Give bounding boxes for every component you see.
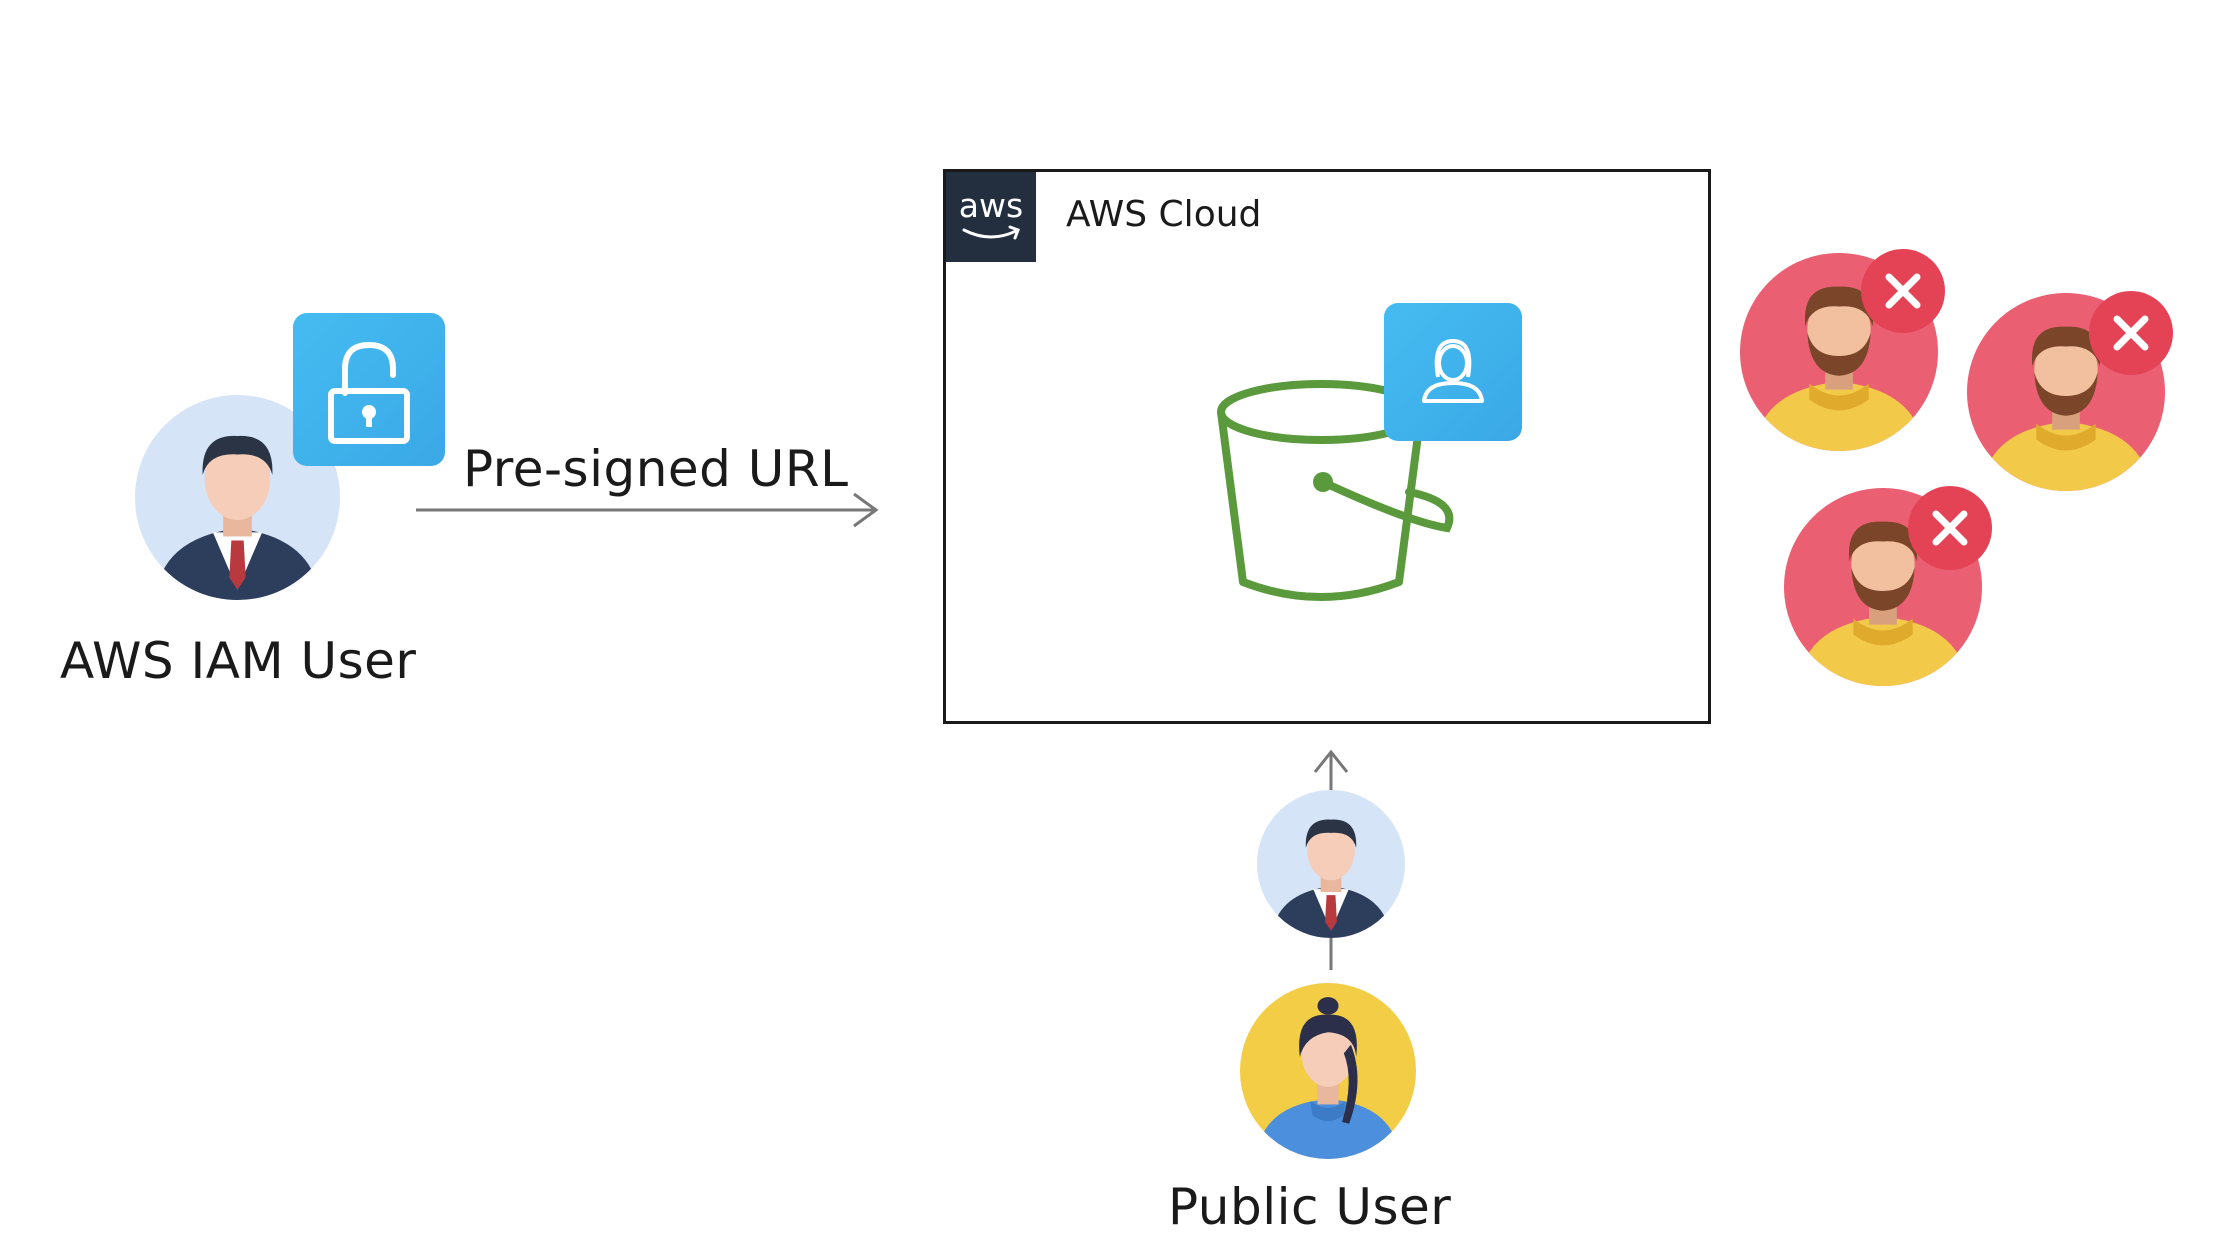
denied-user-icon (1967, 293, 2165, 491)
aws-logo-text: aws (958, 186, 1024, 225)
aws-cloud-container: aws AWS Cloud (943, 169, 1711, 724)
businessman-avatar-icon (135, 395, 340, 600)
denied-user-icon (1784, 488, 1982, 686)
deny-mark-1 (1859, 247, 1947, 335)
presigned-url-arrow (414, 490, 884, 530)
aws-cloud-title: AWS Cloud (1066, 194, 1262, 235)
bucket-user-badge (1384, 303, 1522, 441)
x-mark-icon (1908, 486, 1992, 570)
deny-mark-3 (1906, 484, 1994, 572)
aws-smile-icon (962, 225, 1020, 240)
public-user (1240, 983, 1416, 1159)
denied-user-3 (1784, 488, 1982, 686)
iam-user (135, 395, 340, 600)
arrow-label: Pre-signed URL (463, 440, 849, 498)
user-badge-icon (1422, 338, 1484, 403)
iam-user-small (1257, 790, 1405, 938)
x-mark-icon (2089, 291, 2173, 375)
iam-user-label: AWS IAM User (60, 632, 417, 690)
x-mark-icon (1861, 249, 1945, 333)
unlocked-padlock-icon (328, 341, 410, 444)
unlock-badge (293, 313, 445, 466)
businessman-avatar-icon (1257, 790, 1405, 938)
aws-logo: aws (946, 172, 1036, 262)
woman-avatar-icon (1240, 983, 1416, 1159)
deny-mark-2 (2087, 289, 2175, 377)
public-user-label: Public User (1168, 1178, 1452, 1236)
denied-user-2 (1967, 293, 2165, 491)
